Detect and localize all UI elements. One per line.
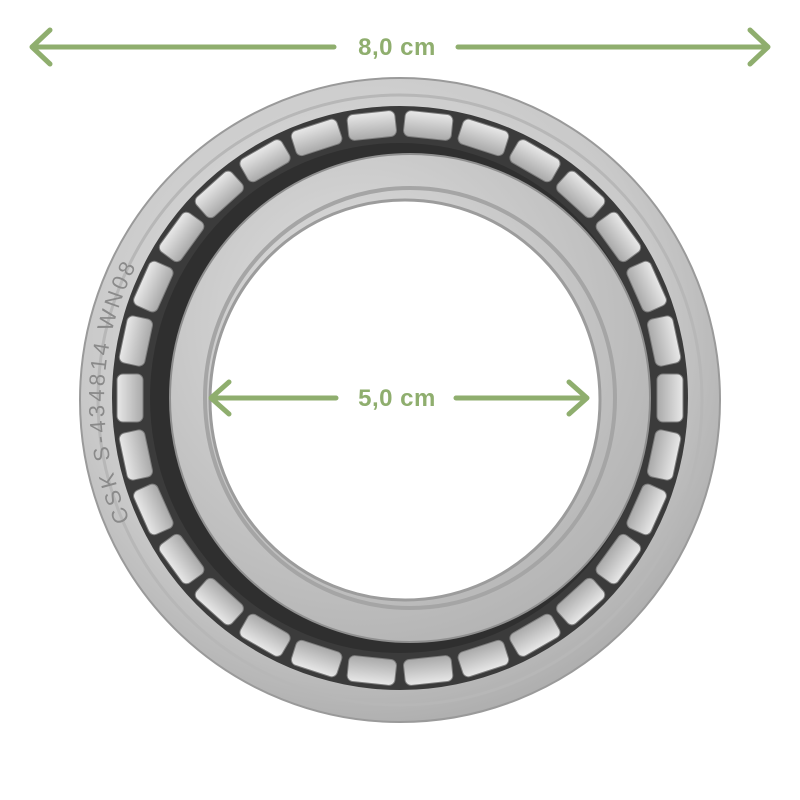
roller bbox=[647, 429, 682, 481]
roller bbox=[647, 315, 682, 367]
outer-diameter-label: 8,0 cm bbox=[358, 34, 436, 61]
inner-ring-bevel bbox=[203, 186, 617, 610]
roller bbox=[133, 260, 174, 313]
outer-ring-bevel bbox=[96, 93, 704, 707]
roller bbox=[290, 639, 343, 678]
roller bbox=[595, 533, 642, 585]
roller bbox=[626, 483, 667, 536]
roller-group bbox=[116, 110, 684, 686]
roller bbox=[457, 639, 510, 678]
roller bbox=[194, 577, 244, 626]
roller bbox=[194, 170, 244, 219]
roller bbox=[457, 118, 510, 157]
roller bbox=[158, 211, 205, 263]
roller bbox=[595, 211, 642, 263]
roller bbox=[556, 170, 606, 219]
outer-arrowhead-right bbox=[747, 27, 771, 67]
roller bbox=[403, 655, 454, 686]
inner-diameter-label: 5,0 cm bbox=[358, 385, 436, 412]
roller bbox=[509, 139, 561, 183]
roller bbox=[656, 373, 684, 423]
outer-arrowhead-left bbox=[29, 27, 53, 67]
roller bbox=[116, 373, 144, 423]
roller bbox=[346, 655, 397, 686]
roller bbox=[118, 315, 153, 367]
roller bbox=[118, 429, 153, 481]
roller bbox=[346, 110, 397, 141]
roller bbox=[556, 577, 606, 626]
roller bbox=[509, 613, 561, 657]
roller bbox=[403, 110, 454, 141]
roller bbox=[626, 260, 667, 313]
inner-dimension: 5,0 cm bbox=[208, 379, 590, 417]
inner-arrowhead-left bbox=[208, 379, 232, 417]
outer-dimension: 8,0 cm bbox=[29, 27, 771, 67]
roller bbox=[133, 483, 174, 536]
roller bbox=[239, 139, 291, 183]
roller bbox=[239, 613, 291, 657]
roller bbox=[158, 533, 205, 585]
inner-arrowhead-right bbox=[566, 379, 590, 417]
roller bbox=[290, 118, 343, 157]
